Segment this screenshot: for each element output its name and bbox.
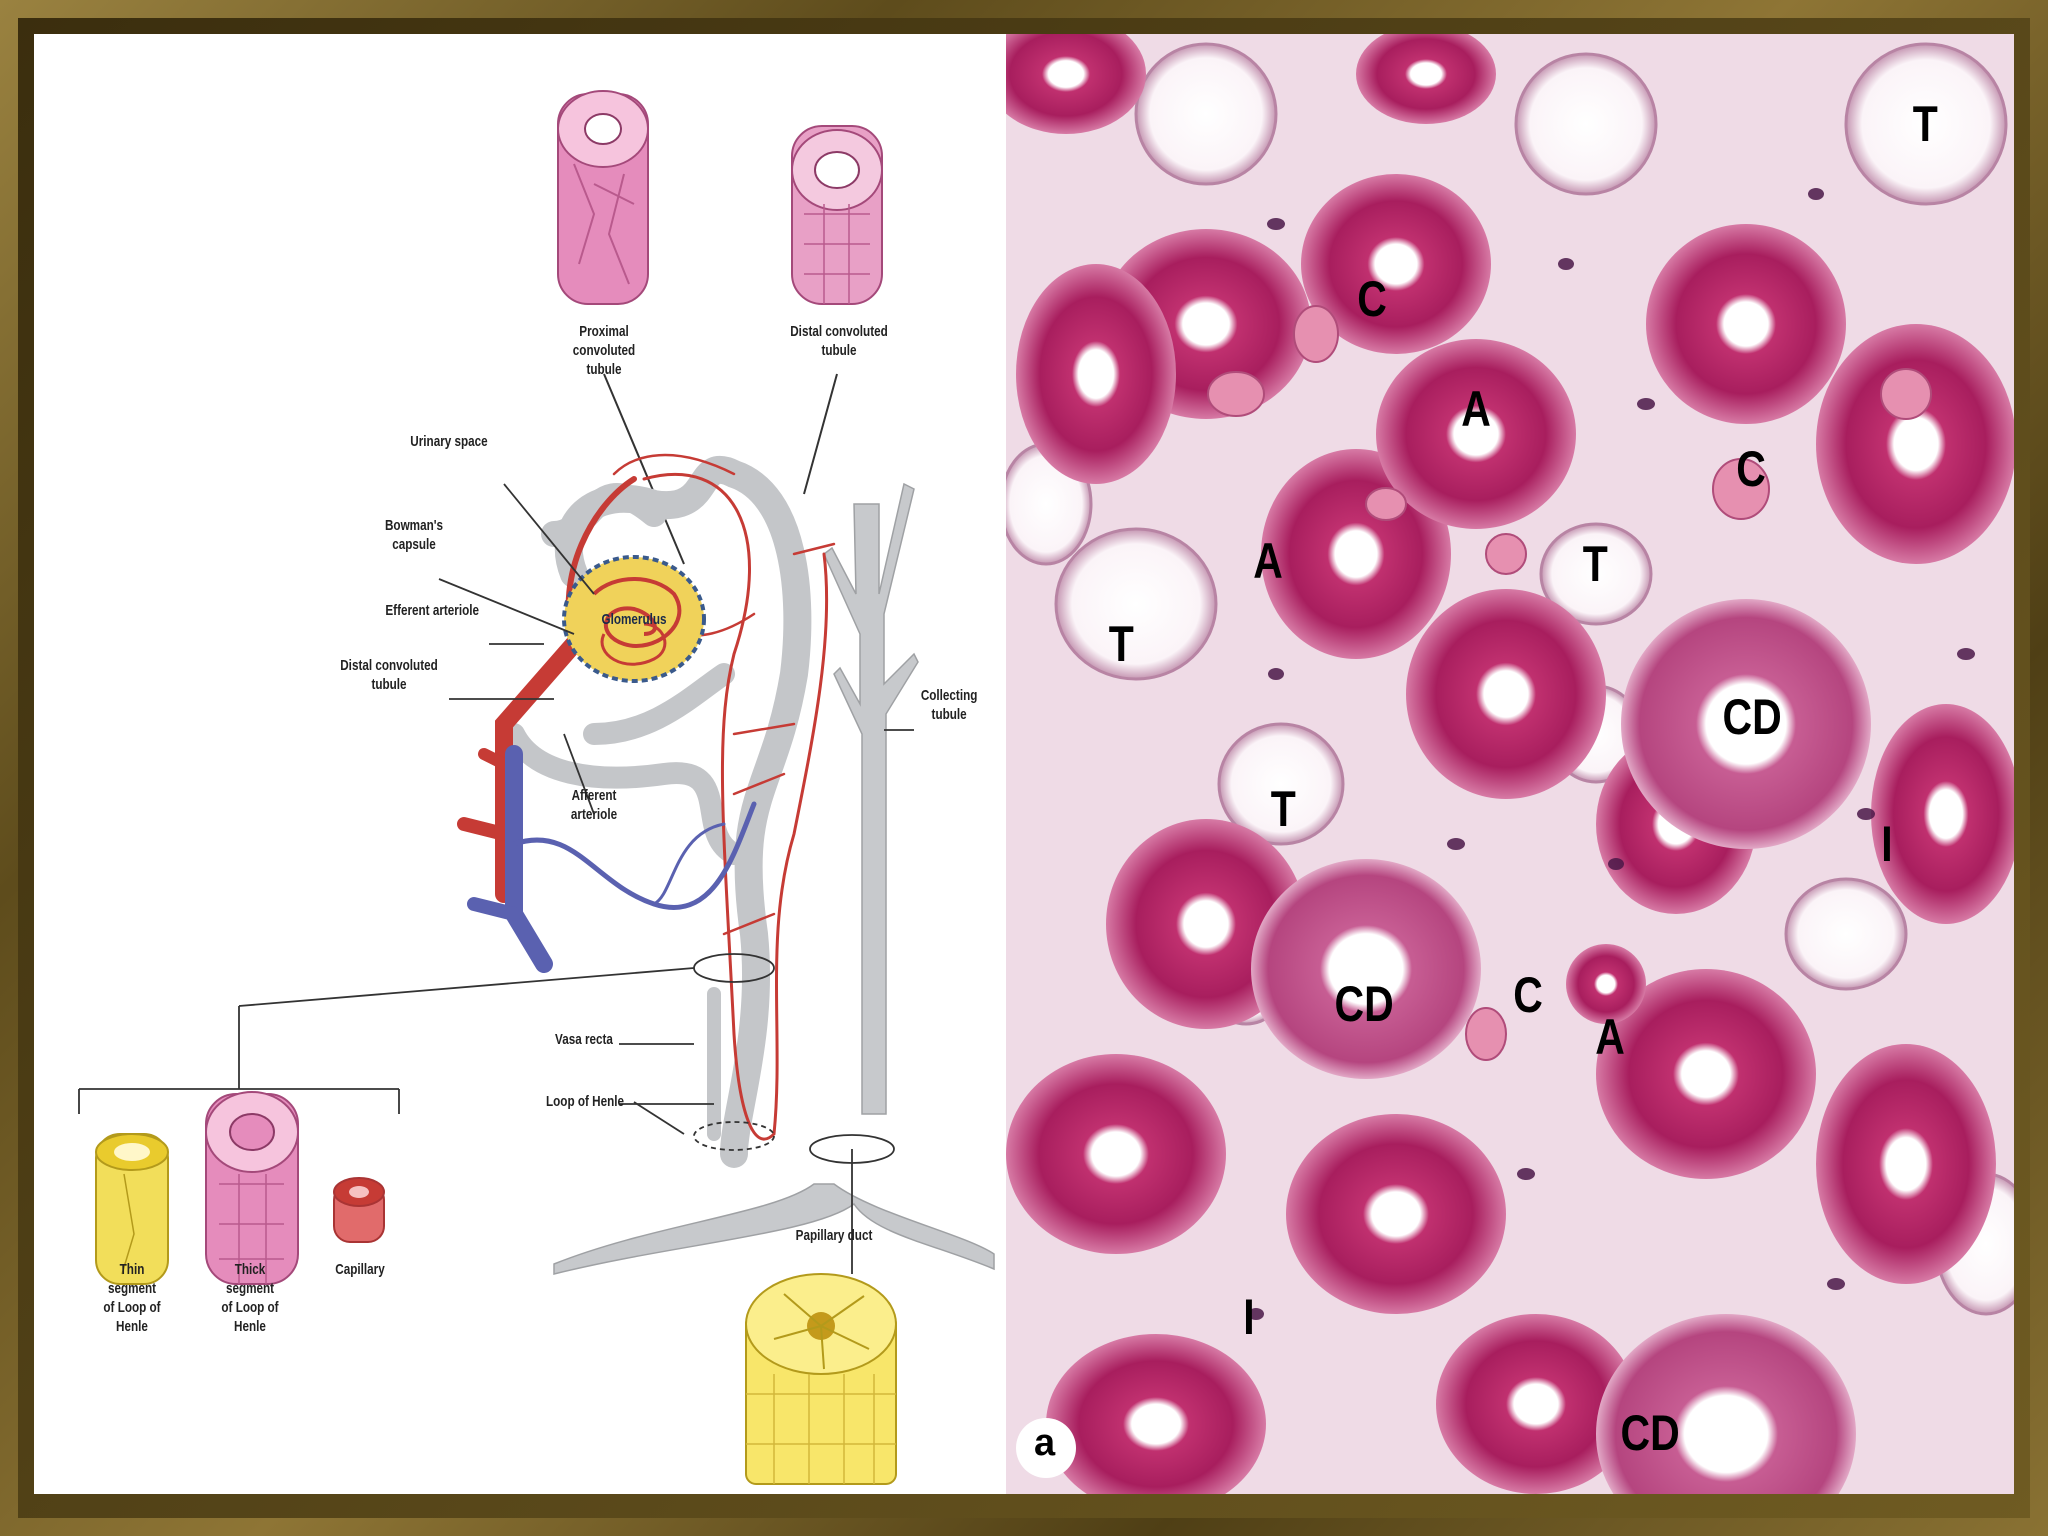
label-c-lower: C (1513, 967, 1543, 1023)
proximal-tubule-illustration (557, 90, 649, 305)
thin-segment-illustration (95, 1133, 169, 1285)
nephron-diagram-art (78, 90, 995, 1485)
panel-letter-badge (1016, 1418, 1076, 1478)
label-cd-right: CD (1722, 689, 1782, 745)
label-c-top: C (1357, 271, 1387, 327)
nephron-diagram-panel: Proximal convoluted tubule Distal convol… (34, 34, 1006, 1494)
label-collecting-tubule: Collecting tubule (920, 687, 978, 723)
label-papillary-duct: Papillary duct (795, 1227, 873, 1244)
label-thin-segment: Thin segment of Loop of Henle (103, 1261, 161, 1335)
label-pointers (438, 483, 914, 1135)
loop-callout-lines (78, 953, 895, 1274)
distal-tubule-illustration (791, 125, 883, 305)
label-t-left: T (1108, 616, 1134, 672)
panel-letter: a (1034, 1422, 1056, 1464)
papillary-duct-illustration (745, 1273, 897, 1485)
thick-segment-illustration (205, 1091, 299, 1285)
label-t-top-right: T (1912, 96, 1938, 152)
label-glomerulus: Glomerulus (601, 611, 667, 628)
label-bowmans-capsule: Bowman's capsule (384, 517, 444, 553)
label-afferent-arteriole: Afferent arteriole (570, 787, 618, 823)
label-urinary-space: Urinary space (410, 433, 488, 450)
label-i-right: I (1881, 816, 1893, 872)
histology-micrograph (1006, 34, 2014, 1494)
label-t-center: T (1582, 536, 1608, 592)
label-cd-bottom: CD (1620, 1405, 1680, 1461)
label-loop-of-henle: Loop of Henle (546, 1093, 624, 1110)
label-vasa-recta: Vasa recta (555, 1031, 613, 1048)
interstitial-nuclei (1248, 188, 1975, 1320)
label-t-lower: T (1270, 781, 1296, 837)
label-efferent-arteriole: Efferent arteriole (385, 602, 479, 619)
label-distal-tubule-left: Distal convoluted tubule (340, 657, 438, 693)
label-i-lower: I (1243, 1289, 1255, 1345)
label-a-left: A (1253, 533, 1283, 589)
capillary-illustration (333, 1177, 385, 1243)
label-a-lower: A (1595, 1009, 1625, 1065)
label-thick-segment: Thick segment of Loop of Henle (221, 1261, 279, 1335)
label-a-upper: A (1461, 381, 1491, 437)
label-distal-tubule-top: Distal convoluted tubule (790, 323, 888, 359)
label-proximal-tubule: Proximal convoluted tubule (572, 323, 636, 378)
collecting-tubule (553, 482, 995, 1275)
collecting-ducts (1251, 599, 1871, 1494)
label-c-right: C (1736, 441, 1766, 497)
label-cd-center: CD (1334, 976, 1394, 1032)
venous-vessels (467, 745, 757, 973)
capillaries (1207, 305, 1932, 1061)
renal-corpuscle (562, 555, 706, 683)
kidney-histology-panel: T C A C A T T CD T I CD C A I CD a (1006, 34, 2014, 1494)
label-capillary: Capillary (335, 1261, 385, 1278)
